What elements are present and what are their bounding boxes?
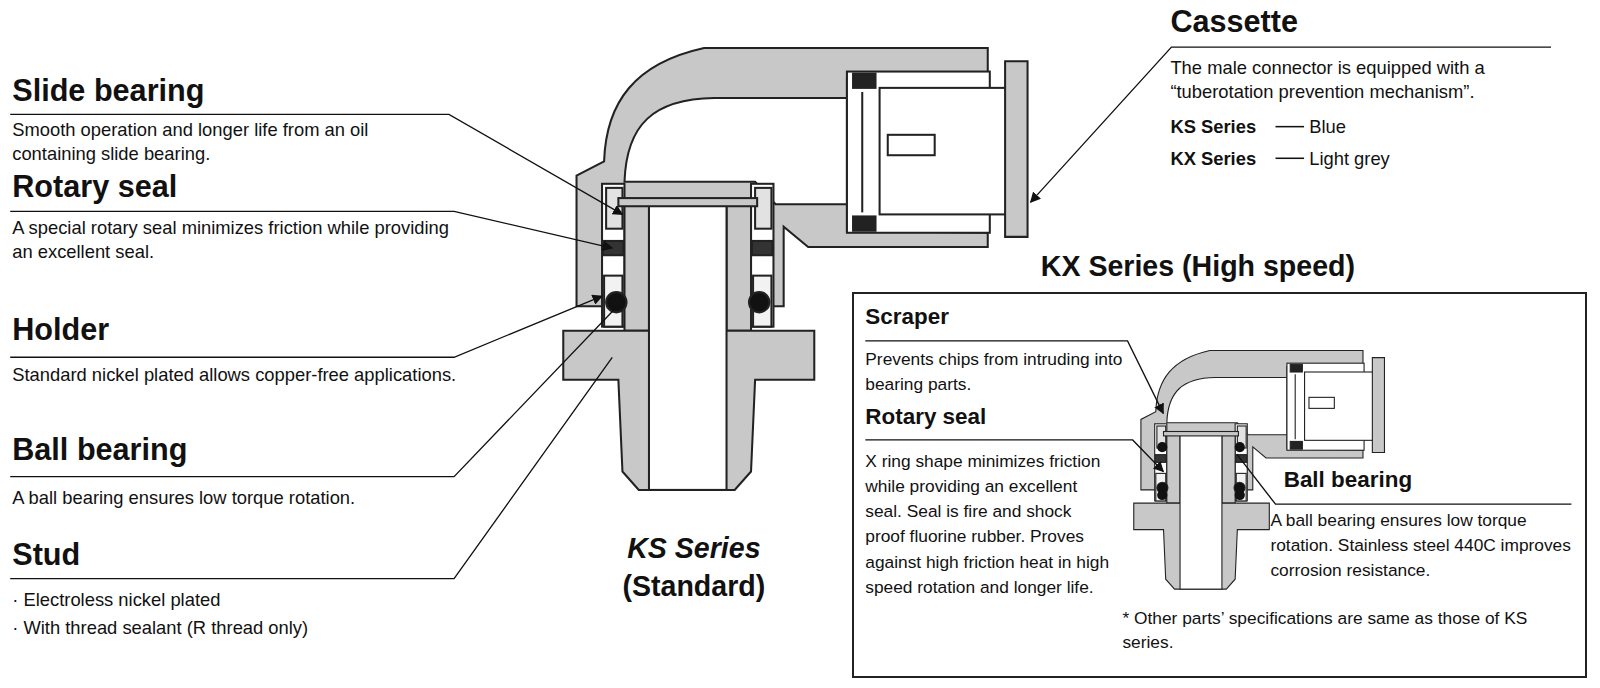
kx-fitting-drawing <box>1235 490 1245 500</box>
callout-heading: Ball bearing <box>12 432 187 467</box>
leader-line <box>865 341 1163 413</box>
panel-heading: KX Series (High speed) <box>1041 249 1355 283</box>
kx-fitting-drawing <box>1157 490 1167 500</box>
callout-text: Smooth operation and longer life from an… <box>12 118 420 166</box>
ks-fitting-drawing <box>563 48 1027 490</box>
callout-text: Prevents chips from intruding into beari… <box>865 347 1138 397</box>
ks-fitting-drawing <box>563 48 1027 490</box>
callout-heading: Ball bearing <box>1284 467 1412 494</box>
callout-heading: Cassette <box>1170 4 1298 39</box>
figure-caption: KS Series <box>592 531 796 565</box>
figure-caption: (Standard) <box>592 569 796 603</box>
leader-line <box>1237 454 1572 504</box>
leader-line <box>10 296 602 357</box>
callout-text: · With thread sealant (R thread only) <box>12 616 308 640</box>
callout-text: The male connector is equipped with a “t… <box>1170 56 1553 104</box>
dash-line <box>1276 158 1305 160</box>
callout-text: Standard nickel plated allows copper-fre… <box>12 363 456 387</box>
callout-heading: Scraper <box>865 304 949 331</box>
dash-line <box>1276 126 1305 128</box>
callout-heading: Slide bearing <box>12 73 204 108</box>
callout-text: · Electroless nickel plated <box>12 588 220 612</box>
leader-line <box>10 306 617 476</box>
dash-line <box>1276 127 1305 159</box>
callout-heading: Stud <box>12 537 80 572</box>
callout-text: A ball bearing ensures low torque rotati… <box>1270 508 1576 583</box>
leader-line <box>10 47 1571 579</box>
series-name: KS Series <box>1170 115 1256 139</box>
callout-text: A ball bearing ensures low torque rotati… <box>12 486 355 510</box>
footnote: * Other parts’ specifications are same a… <box>1122 606 1571 655</box>
series-name: KX Series <box>1170 147 1256 171</box>
kx-fitting-drawing <box>1157 442 1167 452</box>
callout-heading: Rotary seal <box>865 404 986 431</box>
callout-heading: Holder <box>12 312 109 347</box>
callout-text: A special rotary seal minimizes friction… <box>12 216 453 264</box>
callout-heading: Rotary seal <box>12 169 177 204</box>
kx-fitting-drawing <box>1235 442 1245 452</box>
callout-text: X ring shape minimizes friction while pr… <box>865 449 1115 600</box>
color-name: Light grey <box>1309 147 1390 171</box>
leader-line <box>10 114 622 214</box>
color-name: Blue <box>1309 115 1346 139</box>
leader-line <box>10 357 612 578</box>
